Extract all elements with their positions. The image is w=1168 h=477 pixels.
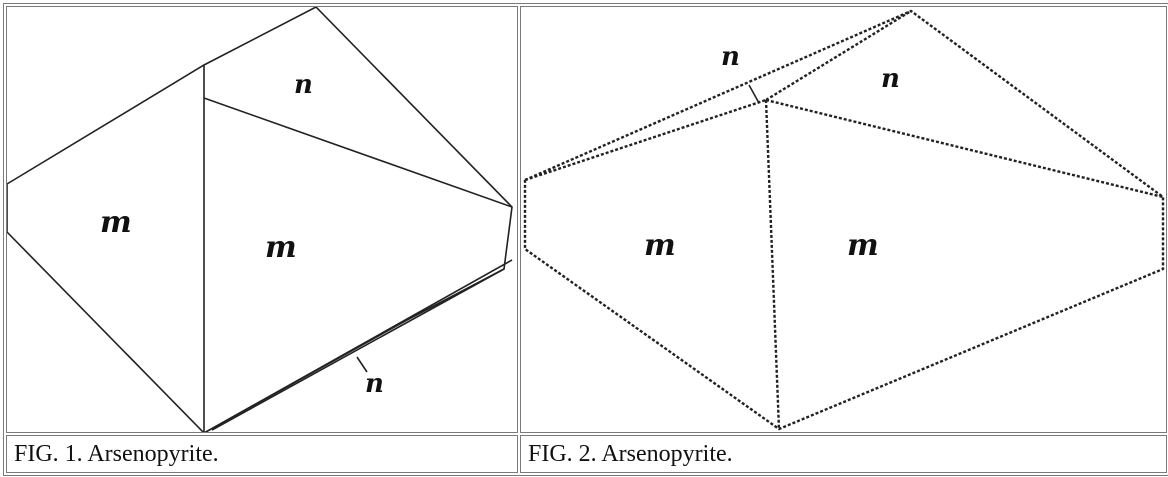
face-label-n-upper: n [881, 64, 900, 94]
face-label-m-right: m [847, 228, 879, 263]
face-label-n-top: n [294, 70, 313, 100]
face-label-n-bottom: n [365, 369, 384, 399]
face-label-n-top: n [721, 42, 740, 72]
figure-1-caption: FIG. 1. Arsenopyrite. [14, 441, 219, 467]
figure-table: n m m n n n m m [3, 3, 1168, 476]
face-label-m-left: m [100, 205, 132, 240]
figure-2-caption-cell: FIG. 2. Arsenopyrite. [520, 435, 1167, 473]
figure-1-caption-cell: FIG. 1. Arsenopyrite. [6, 435, 518, 473]
face-label-m-right: m [265, 230, 297, 265]
figure-2-cell: n n m m [520, 6, 1167, 433]
figure-1-crystal-drawing: n m m n [7, 7, 513, 432]
figure-2-crystal-drawing: n n m m [523, 9, 1165, 431]
figure-1-cell: n m m n [6, 6, 518, 433]
figure-2-caption: FIG. 2. Arsenopyrite. [528, 441, 733, 467]
face-label-m-left: m [644, 228, 676, 263]
